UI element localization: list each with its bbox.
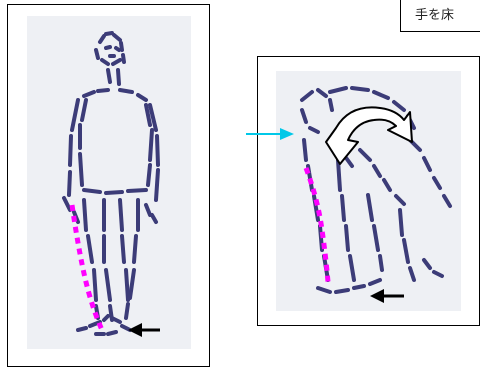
cyan-arrow-icon <box>246 128 294 140</box>
curved-rotation-arrow-icon <box>326 107 412 164</box>
standing-figure <box>64 33 158 334</box>
right-left-arrow-icon <box>370 289 404 303</box>
left-arrow-icon <box>128 323 160 337</box>
